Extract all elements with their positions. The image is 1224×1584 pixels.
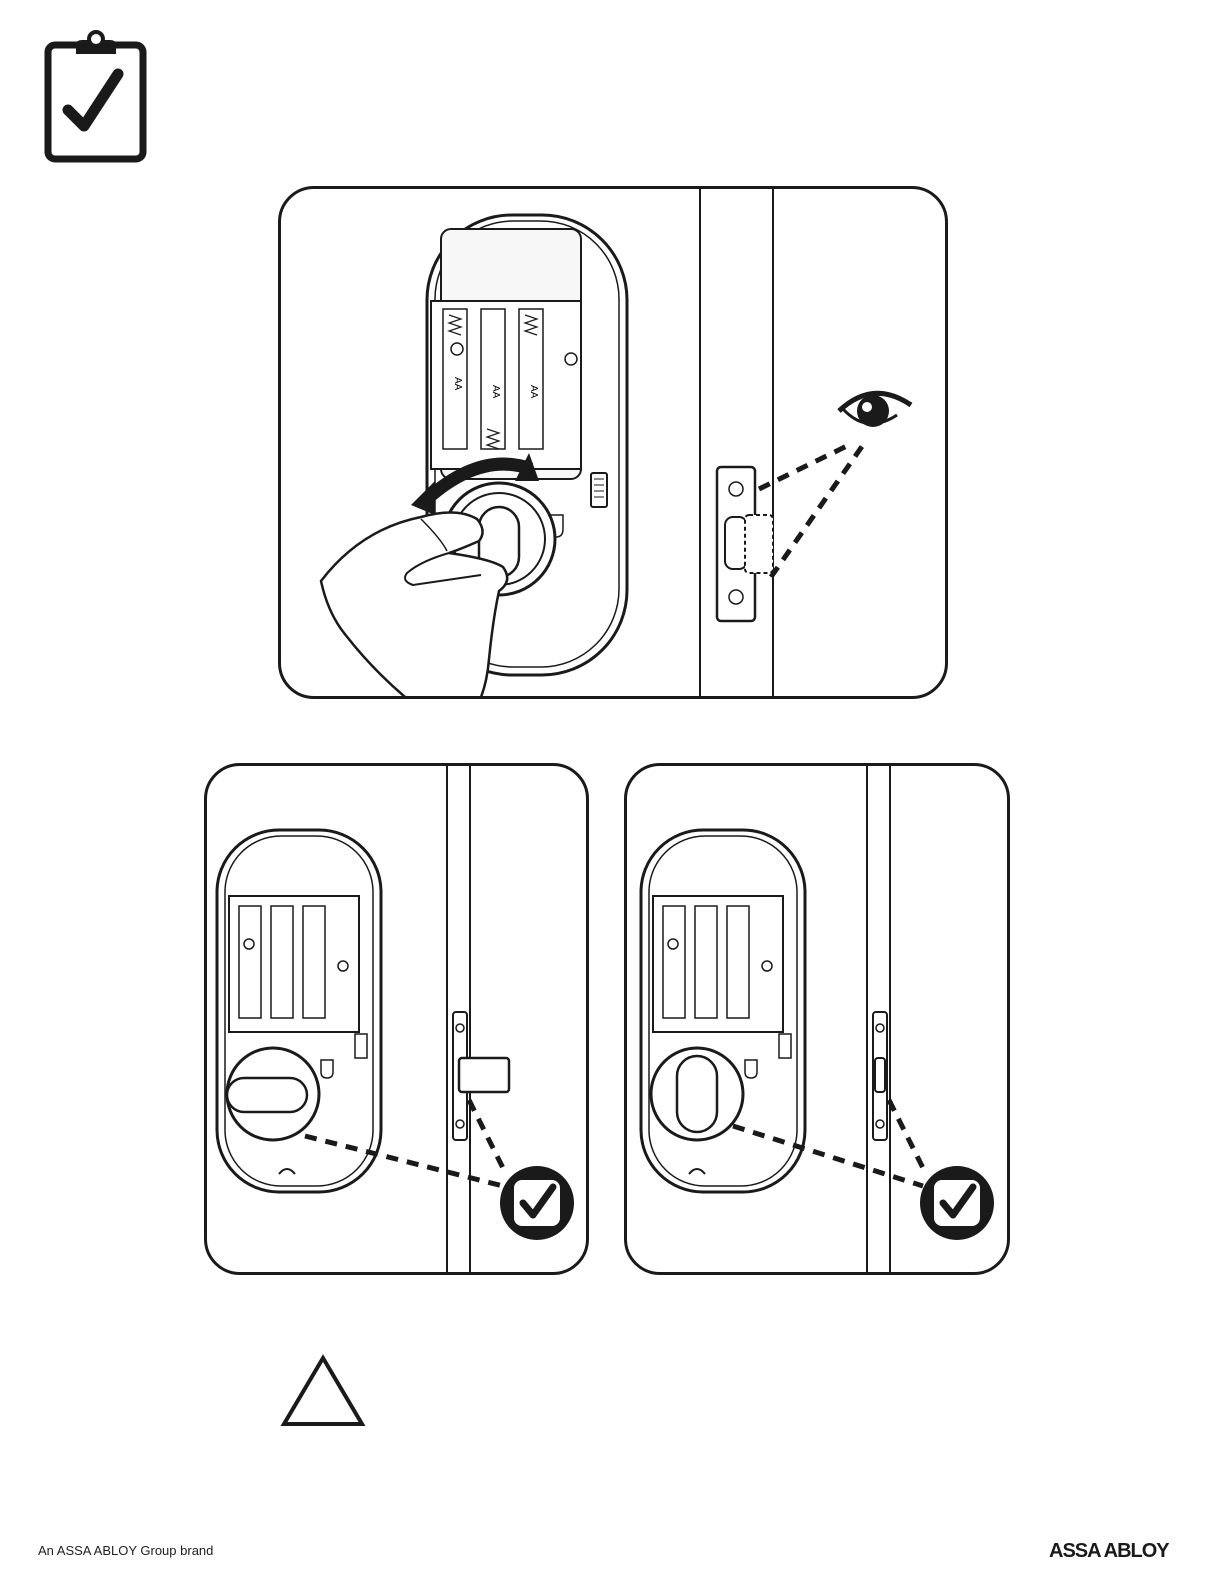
eye-icon	[837, 385, 913, 439]
warning-triangle-icon	[280, 1354, 366, 1428]
rotate-thumbturn-panel: AA AA AA	[278, 186, 948, 699]
check-circle-icon	[497, 1163, 577, 1243]
check-circle-icon	[917, 1163, 997, 1243]
bolt-extended-panel	[204, 763, 589, 1275]
bolt-retracted-panel	[624, 763, 1010, 1275]
footer-brand-text: An ASSA ABLOY Group brand	[38, 1543, 213, 1558]
assa-abloy-logo: ASSA ABLOY	[1049, 1540, 1169, 1563]
battery-label: AA	[452, 377, 463, 391]
battery-label: AA	[528, 385, 539, 399]
clipboard-check-icon	[44, 30, 148, 164]
battery-label: AA	[490, 385, 501, 399]
